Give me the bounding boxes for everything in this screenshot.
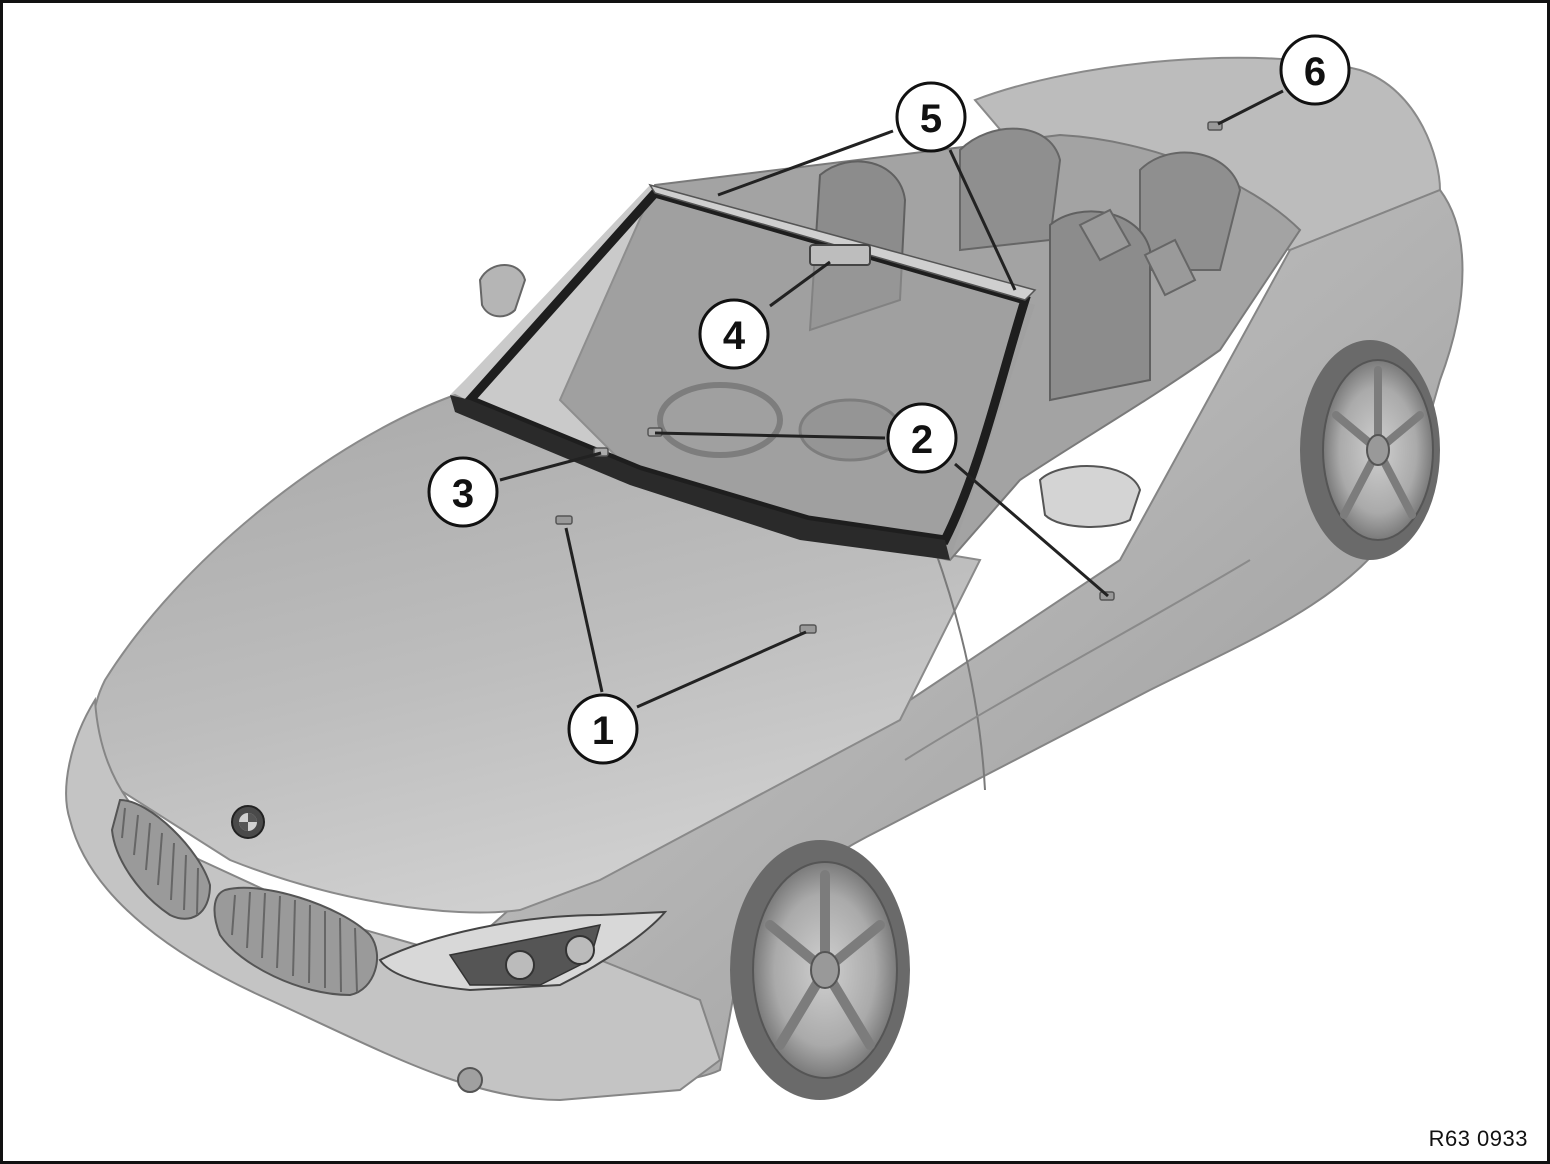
svg-text:4: 4 <box>723 314 746 358</box>
figure-id: R63 0933 <box>1428 1126 1528 1151</box>
callout-5: 5 <box>895 81 967 153</box>
svg-text:1: 1 <box>592 709 614 753</box>
roll-bar-left <box>1078 208 1132 262</box>
rear-wheel <box>1300 340 1440 560</box>
callout-3: 3 <box>427 456 499 528</box>
kidney-grille-right <box>213 886 379 997</box>
svg-text:6: 6 <box>1304 50 1326 94</box>
rain-sensor <box>809 244 871 266</box>
mirror-right <box>1038 465 1142 528</box>
kidney-grille-left <box>110 798 212 920</box>
rear-seat-left <box>959 127 1062 252</box>
rear-seat-right <box>1139 151 1242 271</box>
washer-nozzle-right <box>799 624 817 634</box>
callout-6: 6 <box>1279 34 1351 106</box>
front-seat-right <box>1049 210 1151 402</box>
fog-light <box>457 1067 483 1093</box>
callout-2: 2 <box>886 402 958 474</box>
door-line <box>934 549 986 791</box>
svg-text:5: 5 <box>920 97 942 141</box>
bmw-badge <box>231 805 265 839</box>
mirror-left <box>478 264 527 318</box>
svg-text:3: 3 <box>452 472 474 516</box>
washer-nozzle-left <box>555 515 573 525</box>
roll-bar-right <box>1143 238 1197 297</box>
svg-text:2: 2 <box>911 418 933 462</box>
leader-lines <box>499 89 1284 709</box>
front-wheel <box>730 840 910 1100</box>
callout-4: 4 <box>698 298 770 370</box>
callout-1: 1 <box>567 693 639 765</box>
windshield <box>450 183 1037 560</box>
